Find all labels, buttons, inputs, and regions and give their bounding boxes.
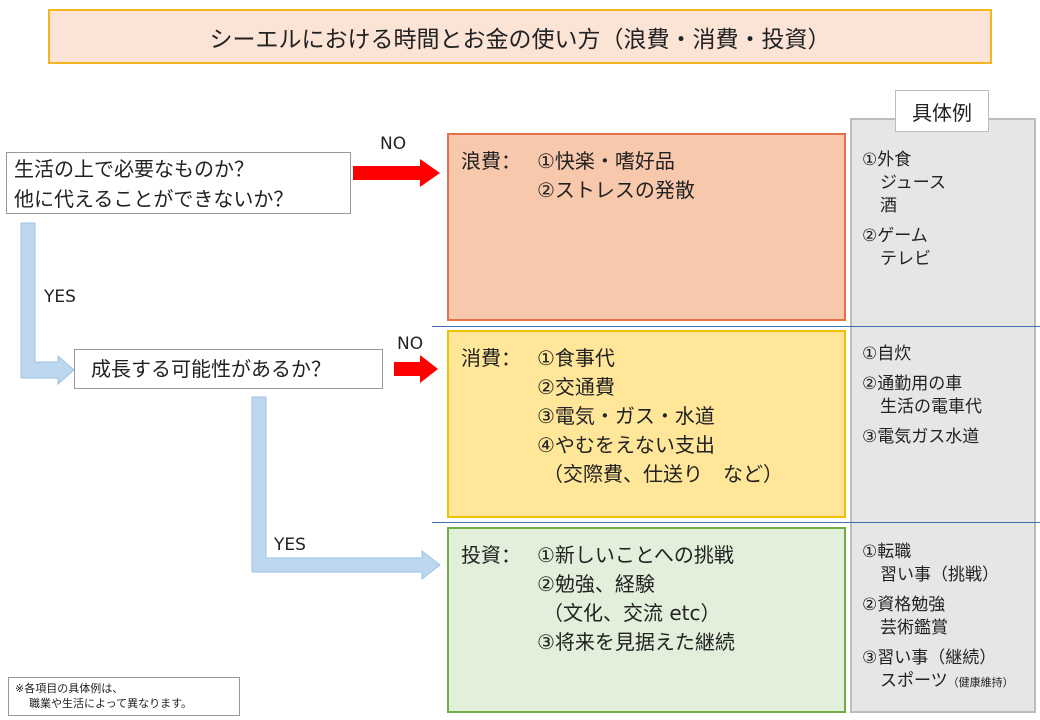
- example-item: ②通勤用の車: [862, 374, 963, 394]
- category-item: ①食事代: [537, 346, 615, 370]
- category-label: 投資：: [461, 543, 521, 567]
- question-line: 生活の上で必要なものか？: [14, 157, 254, 181]
- example-item: スポーツ（健康維持）: [862, 670, 1014, 694]
- footnote-line: ※各項目の具体例は、: [15, 682, 124, 695]
- footnote-line: 職業や生活によって異なります。: [29, 697, 193, 710]
- example-item: 酒: [880, 196, 897, 216]
- no-arrow-1: [353, 159, 440, 187]
- question-growth: 成長する可能性があるか？: [74, 349, 383, 389]
- examples-invest: ①転職 習い事（挑戦） ②資格勉強 芸術鑑賞 ③習い事（継続） スポーツ（健康維…: [862, 541, 1014, 694]
- category-label: 消費：: [461, 346, 521, 370]
- category-item: ③電気・ガス・水道: [537, 404, 715, 428]
- no-label-2: NO: [397, 334, 424, 354]
- category-item: ②勉強、経験: [537, 572, 655, 596]
- example-item: テレビ: [880, 249, 931, 269]
- examples-column: [850, 118, 1036, 713]
- no-arrow-2: [394, 355, 438, 383]
- category-item: ①快楽・嗜好品: [537, 149, 675, 173]
- example-item-text: スポーツ: [880, 671, 948, 691]
- footnote: ※各項目の具体例は、 職業や生活によって異なります。: [8, 677, 240, 716]
- category-item: ①新しいことへの挑戦: [537, 543, 734, 567]
- example-item: ②資格勉強: [862, 595, 946, 615]
- examples-waste: ①外食 ジュース 酒 ②ゲーム テレビ: [862, 149, 946, 271]
- example-item: ジュース: [880, 173, 946, 193]
- yes-arrow-1: [20, 222, 75, 386]
- question-line: 他に代えることができないか？: [14, 187, 294, 211]
- row-separator: [432, 326, 1040, 327]
- category-waste: 浪費： ①快楽・嗜好品 ②ストレスの発散: [447, 133, 846, 321]
- example-item: ①外食: [862, 150, 912, 170]
- example-item: 生活の電車代: [880, 397, 982, 417]
- examples-header: 具体例: [895, 90, 989, 132]
- no-label-1: NO: [380, 134, 407, 154]
- example-item-note: （健康維持）: [947, 676, 1014, 689]
- question-necessary: 生活の上で必要なものか？ 他に代えることができないか？: [6, 152, 351, 214]
- example-item: ①転職: [862, 542, 912, 562]
- category-item: ②ストレスの発散: [537, 178, 695, 202]
- yes-label-2: YES: [274, 535, 306, 555]
- category-item: （文化、交流 etc）: [543, 601, 721, 625]
- category-label: 浪費：: [461, 149, 521, 173]
- examples-consume: ①自炊 ②通勤用の車 生活の電車代 ③電気ガス水道: [862, 343, 982, 449]
- diagram-title: シーエルにおける時間とお金の使い方（浪費・消費・投資）: [48, 9, 992, 64]
- yes-arrow-2: [251, 396, 441, 581]
- category-item: （交際費、仕送り など）: [543, 462, 783, 486]
- example-item: ②ゲーム: [862, 226, 928, 246]
- example-item: ③習い事（継続）: [862, 648, 997, 668]
- example-item: ③電気ガス水道: [862, 427, 980, 447]
- category-item: ②交通費: [537, 375, 615, 399]
- category-consume: 消費： ①食事代 ②交通費 ③電気・ガス・水道 ④やむをえない支出 （交際費、仕…: [447, 330, 846, 518]
- example-item: 芸術鑑賞: [880, 618, 948, 638]
- example-item: ①自炊: [862, 344, 912, 364]
- row-separator: [432, 522, 1040, 523]
- yes-label-1: YES: [44, 287, 76, 307]
- category-item: ③将来を見据えた継続: [537, 630, 735, 654]
- category-invest: 投資： ①新しいことへの挑戦 ②勉強、経験 （文化、交流 etc） ③将来を見据…: [447, 527, 846, 713]
- category-item: ④やむをえない支出: [537, 433, 715, 457]
- example-item: 習い事（挑戦）: [880, 565, 999, 585]
